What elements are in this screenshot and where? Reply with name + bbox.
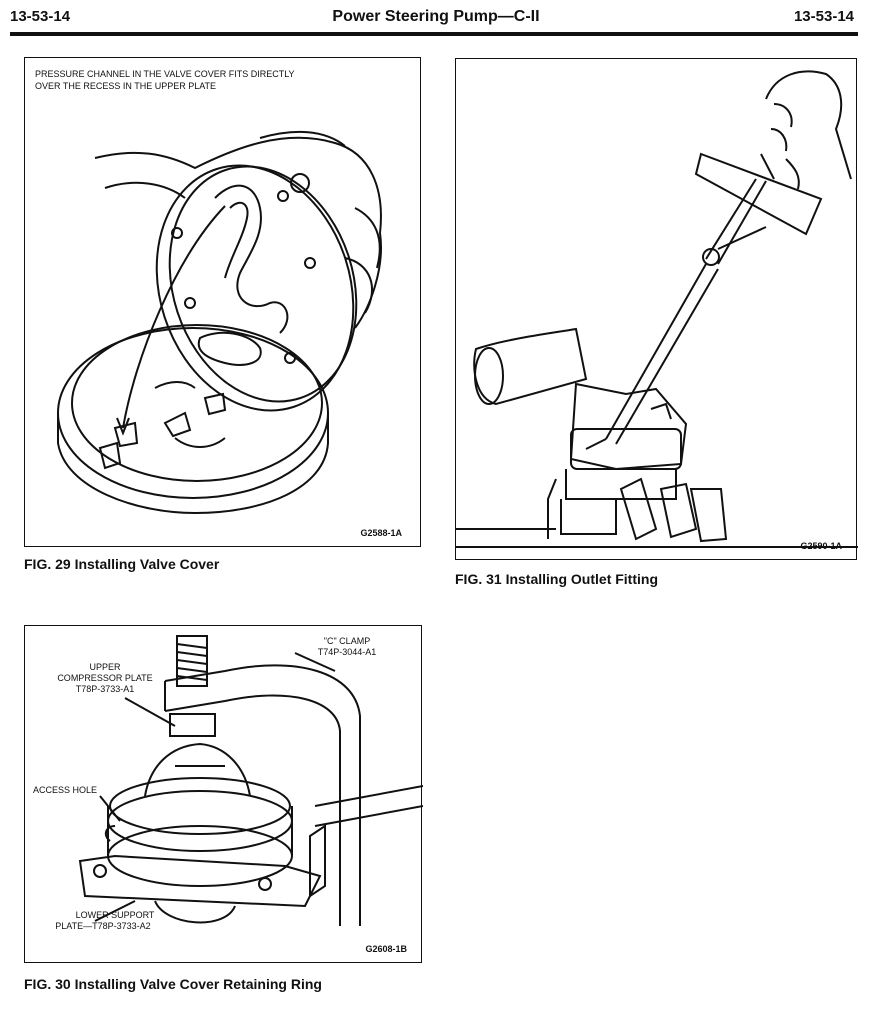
figure-31-caption: FIG. 31 Installing Outlet Fitting: [455, 571, 658, 587]
figure-29-caption: FIG. 29 Installing Valve Cover: [24, 556, 220, 572]
lower-support-label-line2: PLATE—T78P-3733-A2: [55, 921, 151, 931]
page-title: Power Steering Pump—C-II: [332, 8, 540, 25]
upper-plate-label-line1: UPPER: [89, 662, 121, 672]
valve-cover-illustration: [57, 130, 382, 515]
figure-29-panel: PRESSURE CHANNEL IN THE VALVE COVER FITS…: [24, 57, 421, 547]
page-number-left: 13-53-14: [10, 8, 71, 25]
figure-31-code: G2590-1A: [800, 541, 842, 551]
header-rule: [10, 32, 858, 36]
access-hole-label: ACCESS HOLE: [33, 785, 98, 795]
outlet-fitting-illustration: [456, 70, 858, 548]
c-clamp-part-label: T74P-3044-A1: [317, 647, 377, 657]
figure-30-panel: "C" CLAMP T74P-3044-A1 UPPER COMPRESSOR …: [24, 625, 423, 963]
figure-30-code: G2608-1B: [365, 944, 407, 954]
lower-support-label-line1: LOWER SUPPORT: [75, 910, 155, 920]
figure-29-note: PRESSURE CHANNEL IN THE VALVE COVER FITS…: [35, 69, 295, 91]
upper-plate-label-line2: COMPRESSOR PLATE: [57, 673, 153, 683]
retaining-ring-illustration: [78, 635, 423, 926]
upper-plate-part-label: T78P-3733-A1: [75, 684, 135, 694]
figure-31-panel: G2590-1A: [455, 58, 858, 560]
page-number-right: 13-53-14: [793, 8, 854, 25]
figure-29-code: G2588-1A: [360, 528, 402, 538]
c-clamp-label: "C" CLAMP: [323, 636, 371, 646]
figure-30-caption: FIG. 30 Installing Valve Cover Retaining…: [24, 976, 322, 992]
